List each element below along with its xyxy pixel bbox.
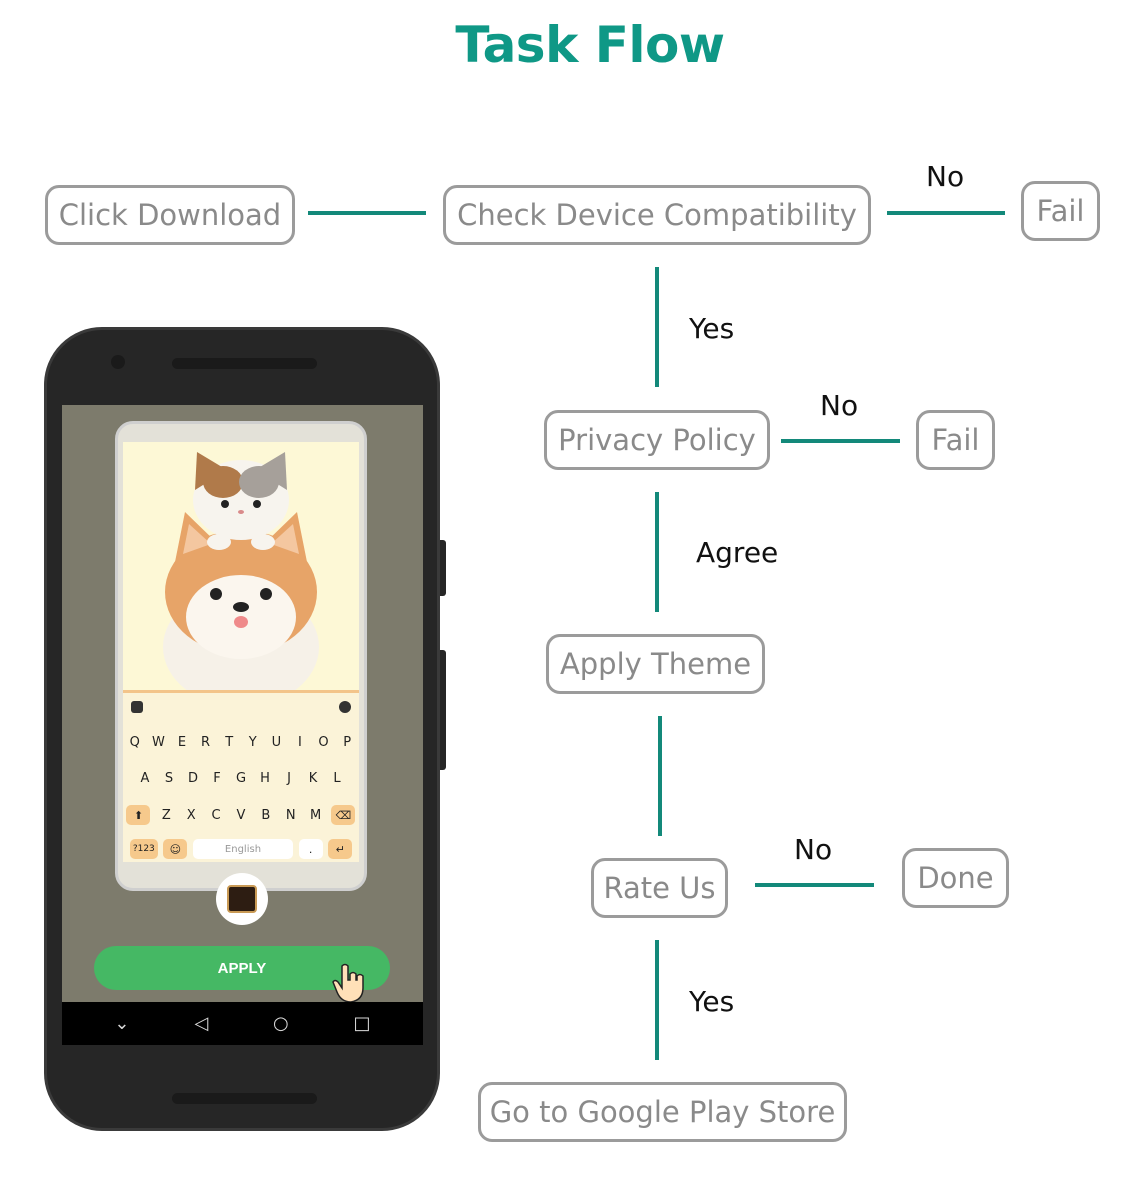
hand-pointer-icon	[332, 962, 368, 1004]
key: D	[184, 771, 202, 786]
period-key: .	[299, 839, 323, 859]
edge-label-privacy-agree: Agree	[696, 536, 778, 569]
phone-camera	[111, 355, 125, 369]
connector-rate-to-play	[655, 940, 659, 1060]
keyboard-row-4: ?123 ☺ English . ↵	[123, 839, 359, 859]
connector-apply-to-rate	[658, 716, 662, 836]
home-icon[interactable]: ○	[273, 1013, 289, 1034]
node-click-download: Click Download	[45, 185, 295, 245]
key: X	[182, 808, 200, 823]
keyboard-menu-icon	[131, 701, 143, 713]
key: V	[232, 808, 250, 823]
key: I	[291, 735, 309, 750]
key: L	[328, 771, 346, 786]
node-fail-1: Fail	[1021, 181, 1100, 241]
key: Y	[244, 735, 262, 750]
edge-label-rate-yes: Yes	[689, 985, 734, 1018]
theme-preview-card: Q W E R T Y U I O P A S D	[115, 421, 367, 891]
key: O	[315, 735, 333, 750]
node-done: Done	[902, 848, 1009, 908]
enter-key-icon: ↵	[328, 839, 352, 859]
backspace-key-icon: ⌫	[331, 805, 355, 825]
theme-preview: Q W E R T Y U I O P A S D	[123, 442, 359, 862]
node-go-to-google-play-store: Go to Google Play Store	[478, 1082, 847, 1142]
keyboard-row-1: Q W E R T Y U I O P	[123, 735, 359, 750]
connector-rate-to-done	[755, 883, 874, 887]
shift-key-icon: ⬆	[126, 805, 150, 825]
connector-check-to-privacy	[655, 267, 659, 387]
node-fail-2: Fail	[916, 410, 995, 470]
key: U	[267, 735, 285, 750]
key: S	[160, 771, 178, 786]
edge-label-rate-no: No	[794, 833, 832, 866]
key: M	[307, 808, 325, 823]
emoji-key-icon: ☺	[163, 839, 187, 859]
keyboard-preview: Q W E R T Y U I O P A S D	[123, 690, 359, 862]
key: C	[207, 808, 225, 823]
back-icon[interactable]: ◁	[194, 1013, 208, 1034]
node-rate-us: Rate Us	[591, 858, 728, 918]
key: R	[197, 735, 215, 750]
theme-thumbnail-image	[227, 885, 257, 913]
key: H	[256, 771, 274, 786]
phone-mockup: Q W E R T Y U I O P A S D	[44, 327, 440, 1131]
key: G	[232, 771, 250, 786]
edge-label-privacy-no: No	[820, 389, 858, 422]
key: J	[280, 771, 298, 786]
page-title: Task Flow	[0, 16, 1132, 74]
key: A	[136, 771, 154, 786]
key: B	[257, 808, 275, 823]
edge-label-check-yes: Yes	[689, 312, 734, 345]
connector-privacy-to-fail	[781, 439, 900, 443]
key: N	[282, 808, 300, 823]
phone-screen: Q W E R T Y U I O P A S D	[62, 405, 423, 1045]
numbers-key: ?123	[130, 839, 158, 859]
theme-thumbnail[interactable]	[216, 873, 268, 925]
edge-label-check-no: No	[926, 160, 964, 193]
keyboard-row-2: A S D F G H J K L	[123, 771, 359, 786]
keyboard-row-3: ⬆ Z X C V B N M ⌫	[123, 805, 359, 825]
phone-power-button	[440, 540, 446, 596]
key: P	[338, 735, 356, 750]
phone-bottom-speaker	[172, 1093, 317, 1104]
node-apply-theme: Apply Theme	[546, 634, 765, 694]
chevron-down-icon[interactable]: ⌄	[114, 1013, 129, 1034]
android-nav-bar: ⌄ ◁ ○ □	[62, 1002, 423, 1045]
phone-volume-button	[440, 650, 446, 770]
key: Q	[126, 735, 144, 750]
node-privacy-policy: Privacy Policy	[544, 410, 770, 470]
connector-download-to-check	[308, 211, 426, 215]
node-check-device-compatibility: Check Device Compatibility	[443, 185, 871, 245]
recents-icon[interactable]: □	[354, 1013, 371, 1034]
key: K	[304, 771, 322, 786]
connector-privacy-to-apply	[655, 492, 659, 612]
cat-dog-illustration	[123, 442, 359, 690]
emoji-icon	[339, 701, 351, 713]
key: F	[208, 771, 226, 786]
connector-check-to-fail	[887, 211, 1005, 215]
phone-speaker	[172, 358, 317, 369]
key: Z	[157, 808, 175, 823]
key: W	[149, 735, 167, 750]
key: T	[220, 735, 238, 750]
key: E	[173, 735, 191, 750]
space-key: English	[193, 839, 293, 859]
